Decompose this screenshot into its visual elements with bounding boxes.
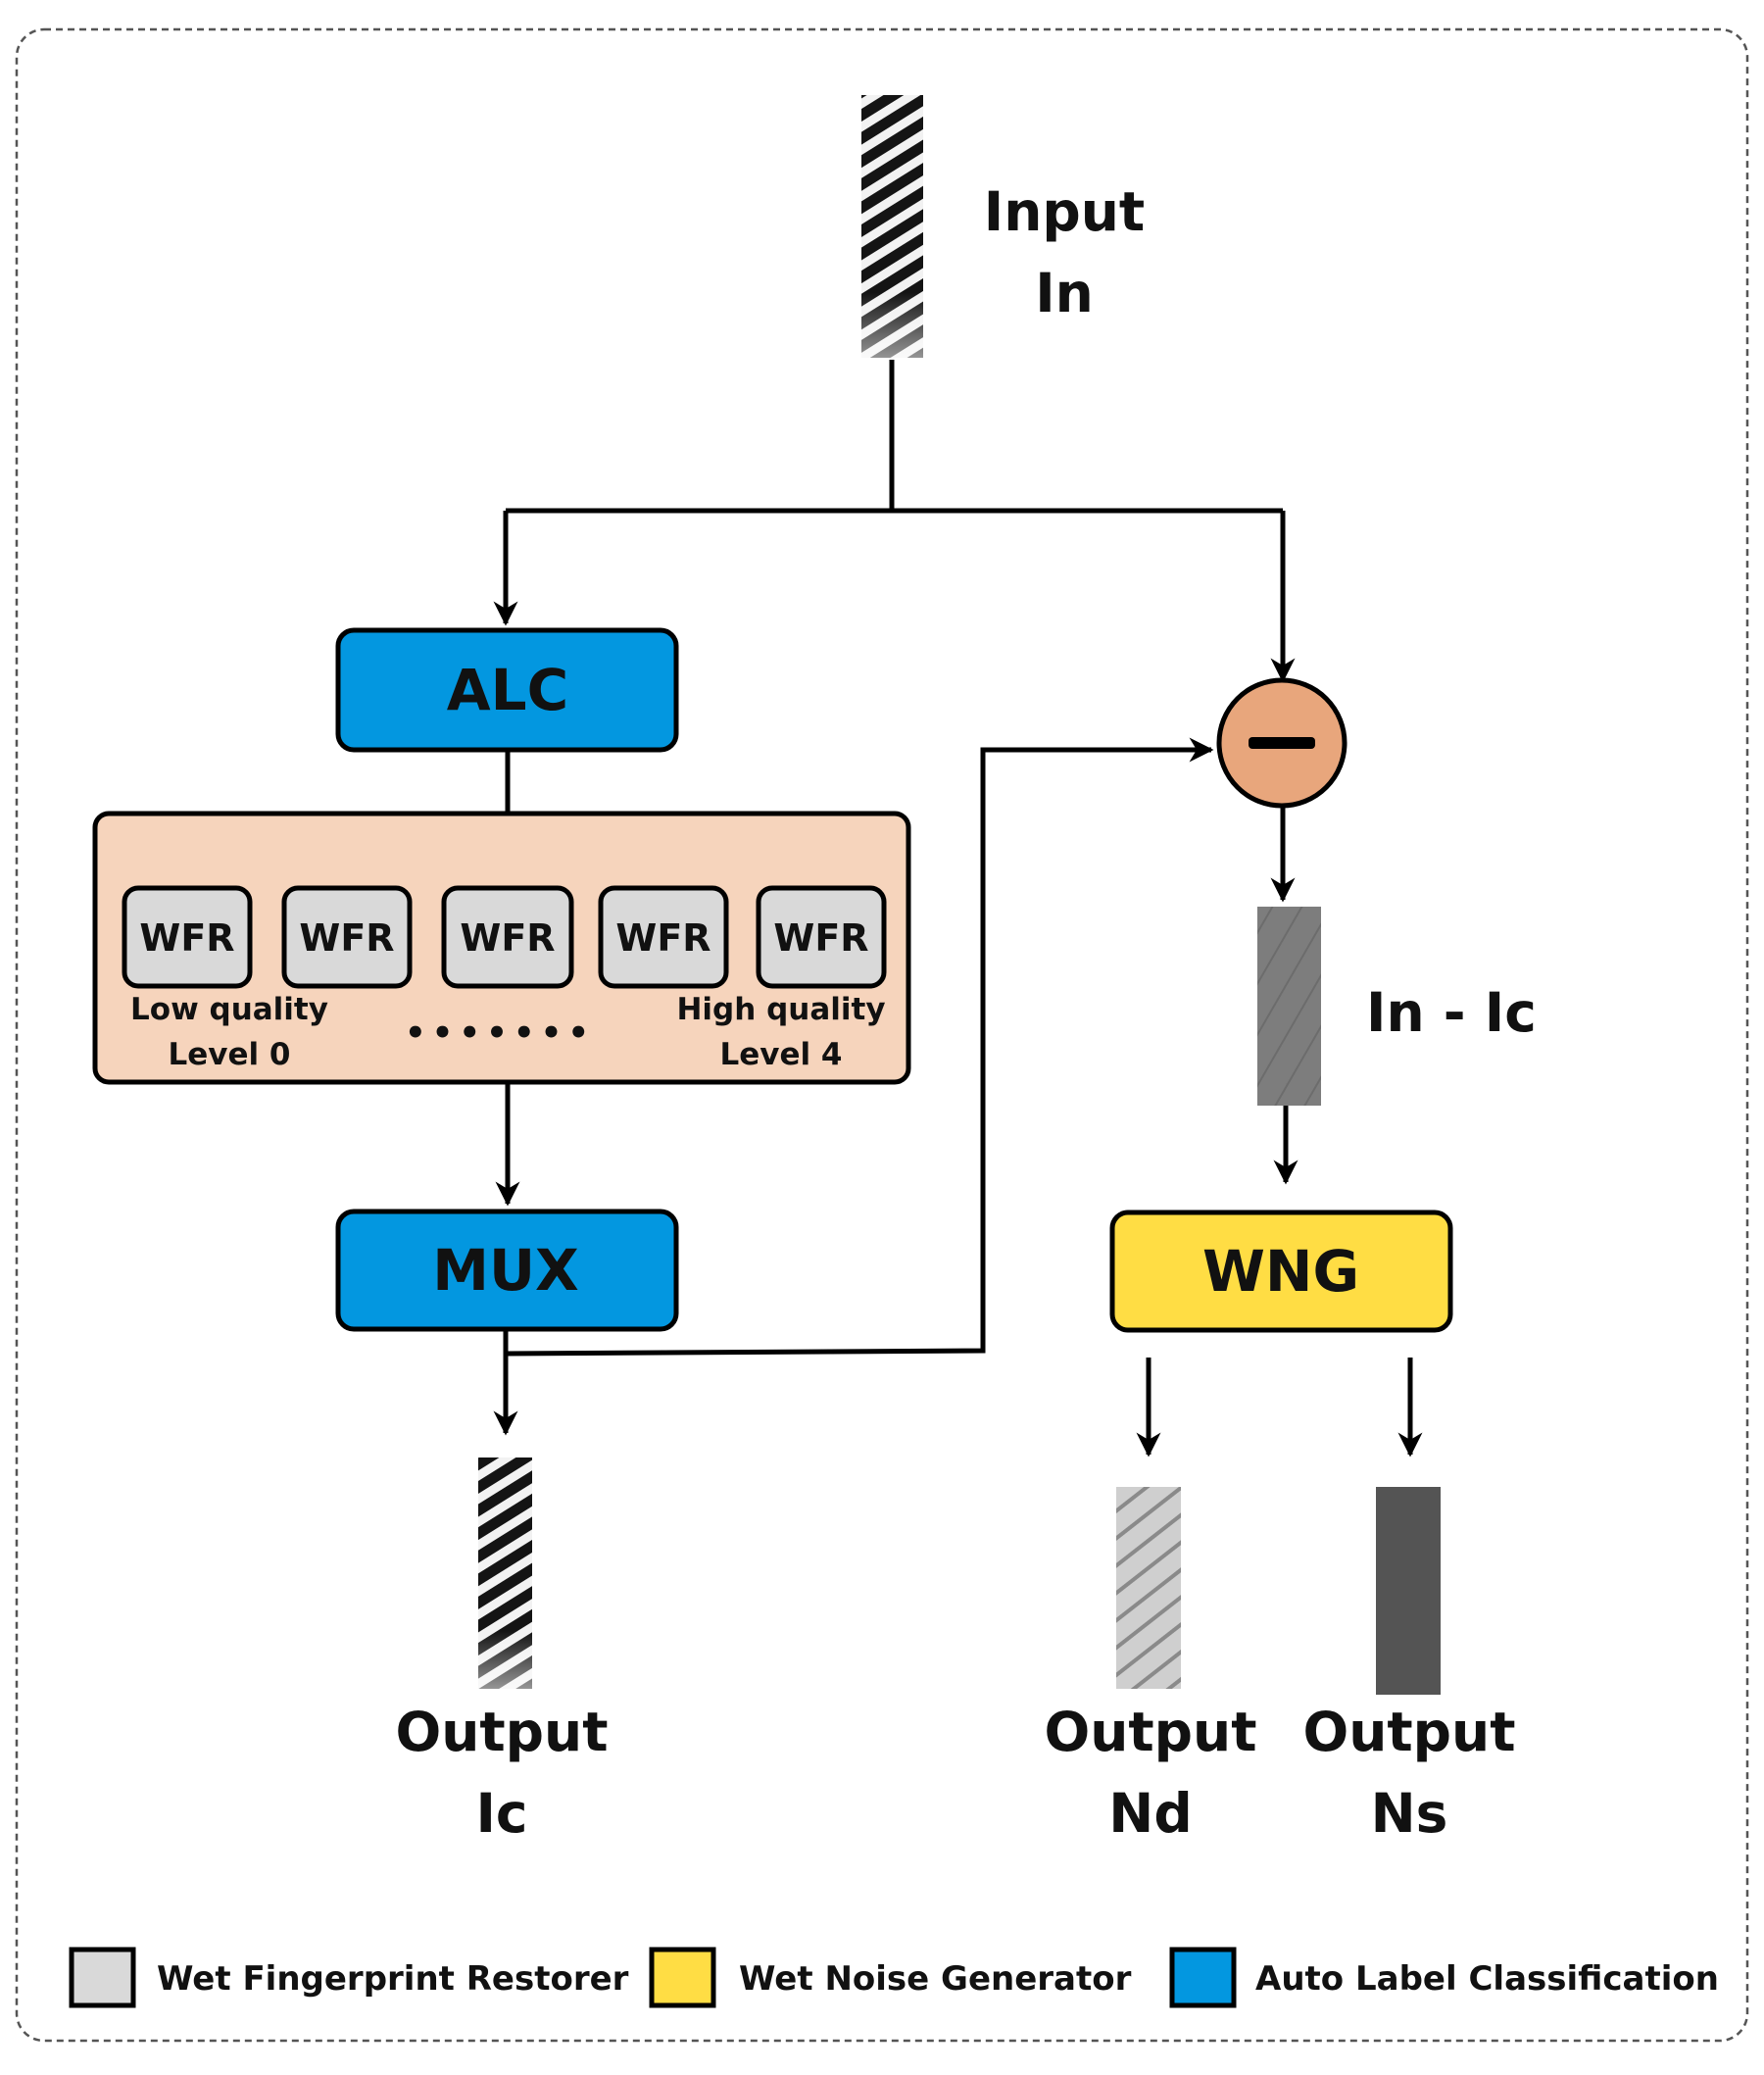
legend-item-wng: Wet Noise Generator (649, 1947, 1132, 2008)
svg-text:Wet Noise Generator: Wet Noise Generator (739, 1959, 1132, 1999)
wfr-unit-0: WFR (122, 885, 253, 989)
legend: Wet Fingerprint Restorer Wet Noise Gener… (69, 1947, 1719, 2008)
wng-block: WNG (1109, 1210, 1453, 1333)
legend-item-wfr: Wet Fingerprint Restorer (69, 1947, 629, 2008)
alc-label: ALC (447, 657, 568, 723)
wfr-unit-3: WFR (598, 885, 729, 989)
output-ic-symbol: Ic (475, 1782, 527, 1845)
alc-block: ALC (335, 627, 679, 753)
svg-text:Auto Label Classification: Auto Label Classification (1255, 1959, 1719, 1999)
mux-label: MUX (432, 1237, 579, 1304)
legend-swatch-alc (1169, 1947, 1237, 2008)
low-quality-label: Low quality (130, 992, 328, 1027)
svg-text:WFR: WFR (615, 916, 710, 960)
wng-label: WNG (1202, 1238, 1359, 1305)
ellipsis-dots: ••••••• (405, 1013, 595, 1053)
legend-swatch-wng (649, 1947, 716, 2008)
mux-block: MUX (335, 1209, 679, 1332)
svg-text:WFR: WFR (299, 916, 394, 960)
input-symbol: In (1035, 262, 1094, 324)
svg-text:Wet Fingerprint Restorer: Wet Fingerprint Restorer (157, 1959, 629, 1999)
svg-text:WFR: WFR (773, 916, 868, 960)
output-nd-label: Output (1044, 1701, 1256, 1763)
diagram-frame (15, 27, 1749, 2043)
wfr-unit-2: WFR (441, 885, 574, 989)
legend-swatch-wfr (69, 1947, 136, 2008)
output-ns-label: Output (1302, 1701, 1515, 1763)
input-label: Input (984, 180, 1145, 243)
output-nd-symbol: Nd (1108, 1782, 1192, 1845)
output-nd-image (1116, 1487, 1181, 1689)
difference-label: In - Ic (1366, 981, 1537, 1044)
svg-text:WFR: WFR (139, 916, 234, 960)
low-level-label: Level 0 (169, 1037, 291, 1072)
output-ns-symbol: Ns (1371, 1782, 1448, 1845)
output-ns-image (1376, 1487, 1441, 1695)
input-fingerprint-image (861, 95, 923, 358)
output-ic-image (478, 1457, 532, 1689)
wfr-unit-4: WFR (756, 885, 887, 989)
minus-icon (1249, 737, 1315, 749)
difference-image (1257, 907, 1321, 1106)
svg-text:WFR: WFR (460, 916, 555, 960)
high-quality-label: High quality (676, 992, 885, 1027)
wfr-unit-1: WFR (281, 885, 413, 989)
subtractor-node (1216, 677, 1348, 809)
legend-item-alc: Auto Label Classification (1169, 1947, 1719, 2008)
output-ic-label: Output (395, 1701, 608, 1763)
high-level-label: Level 4 (720, 1037, 843, 1072)
wfr-group: WFR WFR WFR WFR WFR Low quality Level 0 … (92, 811, 911, 1085)
